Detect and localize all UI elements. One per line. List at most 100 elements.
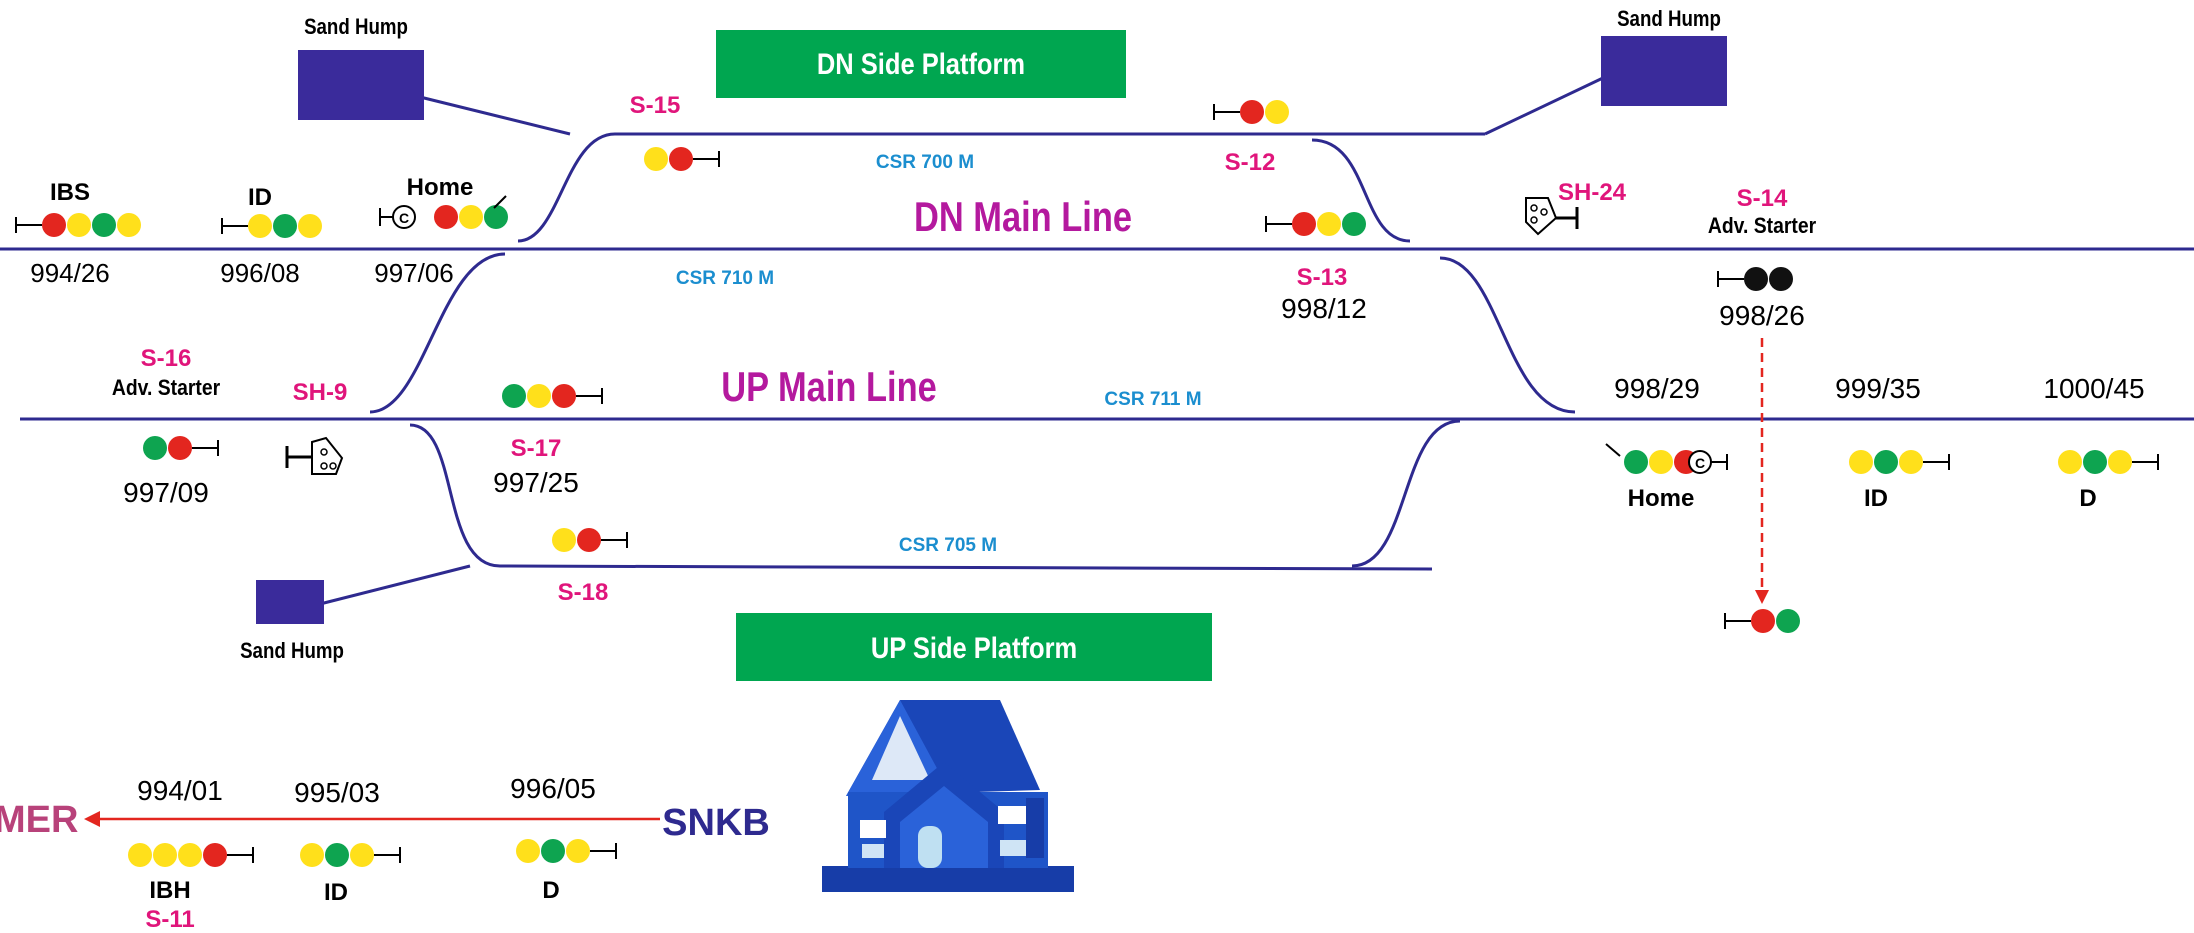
signal-lamp-red [577,528,601,552]
signal-bottom-d-name: D [542,877,559,904]
signal-s17-km: 997/25 [493,467,579,498]
signal-lamp-green [273,214,297,238]
signal-s17-name: S-17 [511,435,562,462]
signal-dn-id: ID 996/08 [220,184,322,288]
csr-710-label: CSR 710 M [676,268,774,289]
signal-sh24: SH-24 [1525,179,1627,236]
sand-hump-top-right-spur [1484,75,1606,136]
signal-lamp-yellow [527,384,551,408]
csr-711-label: CSR 711 M [1104,389,1201,410]
crossover-right [1439,256,1576,414]
signal-sh9: SH-9 [285,379,348,475]
sand-hump-block-top-right [1601,36,1727,106]
signal-lamp-green [325,843,349,867]
signal-lamp-yellow [1899,450,1923,474]
signal-s14-name: S-14 [1737,185,1788,212]
signal-lamp-green [1874,450,1898,474]
signal-bottom-id-name: ID [324,879,348,906]
signal-lamp-red [42,213,66,237]
svg-text:C: C [1695,455,1705,471]
signal-ibh-aspects [128,843,254,867]
dn-side-platform [716,30,1126,98]
signal-lamp-red [1751,609,1775,633]
signal-ibs-name: IBS [50,179,90,206]
signal-lamp-green [2083,450,2107,474]
signal-up-id-km: 999/35 [1835,373,1921,404]
signal-bottom-d: 996/05 D [510,773,617,904]
platforms: DN Side Platform UP Side Platform [716,30,1212,681]
up-main-line-title: UP Main Line [721,364,937,411]
signal-s12-name: S-12 [1225,149,1276,176]
signal-s13-aspects [1265,212,1366,236]
signal-s14: S-14 Adv. Starter 998/26 [1708,185,1816,633]
signal-lamp-green [143,436,167,460]
signal-bottom-id: 995/03 ID [294,777,401,906]
signal-lamp-yellow [153,843,177,867]
signal-s14-km: 998/26 [1719,300,1805,331]
signal-lamp-green [484,205,508,229]
signal-s14-subtitle: Adv. Starter [1708,214,1816,238]
sand-hump-block-top-left [298,50,424,120]
signal-dn-home-calling-on: C [379,205,416,229]
signal-s13-km: 998/12 [1281,293,1367,324]
signal-s16-aspects [143,436,219,460]
signal-ibs-km: 994/26 [30,258,110,288]
signal-lamp-yellow [128,843,152,867]
dn-side-platform-label: DN Side Platform [817,47,1025,80]
shunt-signal-icon [1525,197,1558,236]
signal-up-home-name: Home [1628,485,1695,512]
signal-s15: S-15 [630,92,720,171]
signal-lamp-red [203,843,227,867]
signal-ibs: IBS 994/26 [15,179,141,288]
signal-lamp-yellow [566,839,590,863]
signal-sh9-name: SH-9 [293,379,348,406]
signal-s15-name: S-15 [630,92,681,119]
signal-lamp-red [1292,212,1316,236]
svg-text:C: C [399,210,409,226]
signal-lamp-yellow [2058,450,2082,474]
signal-s16-km: 997/09 [123,477,209,508]
dn-loop-right-turnout [1311,138,1411,243]
signal-s14-repeater-aspects [1724,609,1800,633]
dn-main-line-title: DN Main Line [914,194,1132,241]
signal-s13: S-13 998/12 [1265,212,1367,324]
csr-labels: CSR 700 M CSR 710 M CSR 711 M CSR 705 M [676,152,1202,556]
signal-s17: S-17 997/25 [493,384,603,498]
signal-s12-aspects [1213,100,1289,124]
signal-dn-home-name: Home [407,174,474,201]
signal-lamp-green [541,839,565,863]
signal-s12: S-12 [1213,100,1289,176]
sand-hump-label-top-left: Sand Hump [304,16,408,40]
sand-hump-bottom-left-spur [319,564,471,606]
up-loop-track [409,423,1433,571]
signal-lamp-yellow [644,147,668,171]
csr-705-label: CSR 705 M [899,535,997,556]
signal-lamp-yellow [552,528,576,552]
signal-dn-id-km: 996/08 [220,258,300,288]
up-side-platform-label: UP Side Platform [871,631,1077,664]
signal-s16-name: S-16 [141,345,192,372]
sand-humps: Sand Hump Sand Hump Sand Hump [240,8,1727,663]
up-loop-right-turnout [1351,419,1461,568]
signal-dn-id-aspects [221,214,322,238]
signal-lamp-green [502,384,526,408]
up-side-platform [736,613,1212,681]
dn-loop-track [517,132,1485,243]
signal-bottom-id-aspects [300,843,401,867]
signal-lamp-green [1624,450,1648,474]
signal-s14-aspects [1717,267,1793,291]
signal-lamp-yellow [248,214,272,238]
signal-ibh-name: IBH [149,877,190,904]
signal-lamp-red [434,205,458,229]
signal-dn-id-name: ID [248,184,272,211]
signal-up-id-aspects [1849,450,1950,474]
signal-lamp-yellow [178,843,202,867]
signal-lamp-yellow [1849,450,1873,474]
signal-s13-name: S-13 [1297,264,1348,291]
signal-s18: S-18 [552,528,628,606]
signal-lamp-yellow [298,214,322,238]
sand-hump-top-left-spur [419,95,571,136]
tracks [0,75,2194,606]
signal-s18-aspects [552,528,628,552]
